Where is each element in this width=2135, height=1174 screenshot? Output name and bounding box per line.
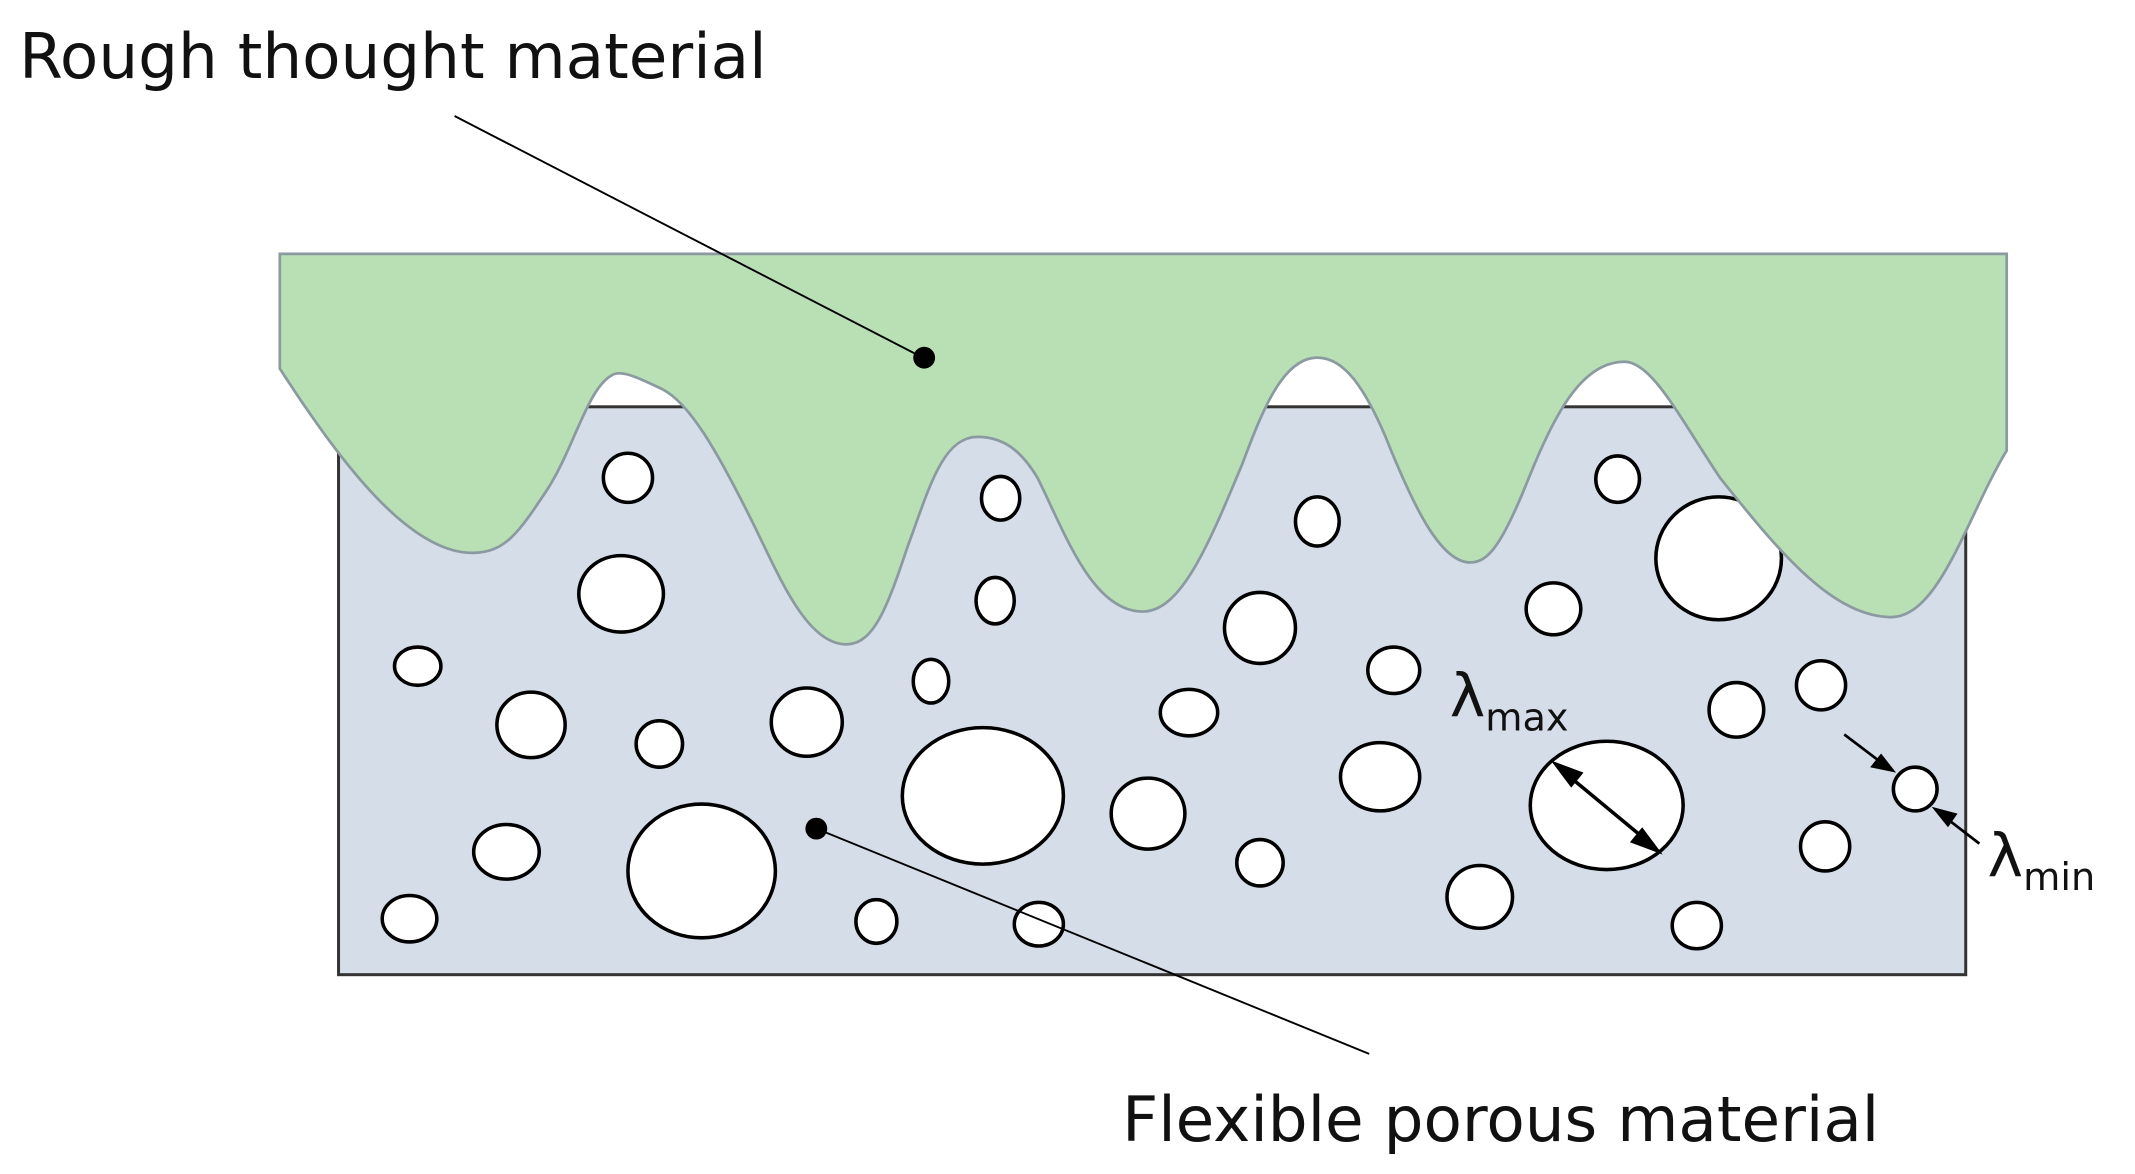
rough-layer <box>278 252 2009 646</box>
pore <box>979 474 1022 522</box>
pore <box>626 802 778 940</box>
rough-leader-line <box>454 115 924 359</box>
lambda-min-arrow <box>1843 733 1981 845</box>
pore <box>974 575 1017 626</box>
pore <box>1891 765 1939 813</box>
pore <box>1158 687 1220 738</box>
lambda-max-arrow <box>1550 760 1663 855</box>
pore <box>1234 837 1285 888</box>
pore <box>900 725 1066 866</box>
pore <box>769 686 845 759</box>
pore <box>1794 658 1848 712</box>
pore <box>1670 900 1724 951</box>
pore <box>1366 645 1422 696</box>
porous-leader-dot <box>805 817 828 840</box>
lambda-max-label: λmax <box>1450 662 1569 741</box>
pore <box>1594 454 1642 505</box>
lambda-min-subscript: min <box>2023 856 2095 900</box>
rough-material-label: Rough thought material <box>19 20 766 93</box>
pore <box>495 690 567 760</box>
rough-leader-dot <box>913 346 936 369</box>
lambda-max-symbol: λ <box>1450 662 1486 732</box>
pore <box>392 645 443 688</box>
porous-material-label: Flexible porous material <box>1122 1083 1879 1156</box>
pore <box>1109 776 1187 851</box>
pore <box>380 893 439 944</box>
pore <box>634 719 685 769</box>
porous-leader-line <box>815 827 1370 1055</box>
pore <box>1222 590 1298 666</box>
pore <box>1338 740 1422 813</box>
pore <box>1445 863 1515 931</box>
lambda-min-label: λmin <box>1988 821 2096 900</box>
lambda-max-subscript: max <box>1485 696 1568 740</box>
pore <box>854 897 899 946</box>
pore <box>911 657 951 705</box>
pore <box>601 451 655 505</box>
pore <box>1707 680 1766 739</box>
pore <box>1293 495 1341 548</box>
pore <box>1012 900 1066 948</box>
pore <box>1524 581 1583 637</box>
pore <box>577 553 666 634</box>
pore <box>471 822 541 881</box>
pore <box>1654 495 1784 622</box>
lambda-min-symbol: λ <box>1988 821 2024 891</box>
pore <box>1798 820 1852 873</box>
